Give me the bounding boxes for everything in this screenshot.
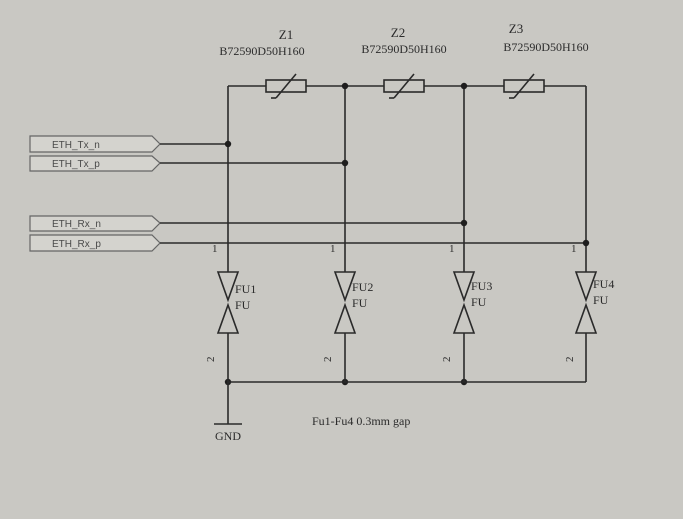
ground-bus xyxy=(227,381,586,424)
fuse-fu1: 1 FU1 FU 2 xyxy=(205,243,256,382)
varistor-ref: Z1 xyxy=(279,27,293,42)
fuse-pin1: 1 xyxy=(330,243,336,255)
ground-symbol: GND xyxy=(214,423,242,443)
varistor-ref: Z3 xyxy=(509,21,523,36)
varistor-part: B72590D50H160 xyxy=(219,44,304,58)
port-eth-rx-p: ETH_Rx_p xyxy=(29,234,586,252)
varistor-part: B72590D50H160 xyxy=(361,42,446,56)
fuse-fu2: 1 FU2 FU 2 xyxy=(322,243,373,382)
design-note: Fu1-Fu4 0.3mm gap xyxy=(312,414,410,428)
fuse-fu4: 1 FU4 FU 2 xyxy=(564,243,614,382)
fuse-pin2: 2 xyxy=(564,357,576,363)
port-label: ETH_Rx_n xyxy=(52,219,101,230)
fuse-pin1: 1 xyxy=(212,243,218,255)
port-label: ETH_Tx_n xyxy=(52,140,100,151)
fuse-pin1: 1 xyxy=(449,243,455,255)
ground-label: GND xyxy=(215,429,241,443)
fuse-pin2: 2 xyxy=(322,357,334,363)
varistor-z3: Z3 B72590D50H160 xyxy=(503,21,589,99)
varistor-part: B72590D50H160 xyxy=(503,40,588,54)
junctions xyxy=(224,82,590,386)
port-eth-tx-p: ETH_Tx_p xyxy=(29,155,345,172)
fuse-ref: FU3 xyxy=(471,279,492,293)
fuse-ref: FU1 xyxy=(235,282,256,296)
fuse-value: FU xyxy=(352,296,368,310)
port-eth-tx-n: ETH_Tx_n xyxy=(29,135,228,153)
vertical-wires xyxy=(227,86,587,272)
port-eth-rx-n: ETH_Rx_n xyxy=(29,215,464,232)
fuse-pin2: 2 xyxy=(205,357,217,363)
fuse-ref: FU2 xyxy=(352,280,373,294)
fuse-value: FU xyxy=(471,295,487,309)
varistor-z1: Z1 B72590D50H160 xyxy=(219,27,307,99)
varistor-z2: Z2 B72590D50H160 xyxy=(361,25,447,99)
port-label: ETH_Rx_p xyxy=(52,239,101,250)
port-label: ETH_Tx_p xyxy=(52,159,100,170)
fuse-pin2: 2 xyxy=(441,357,453,363)
fuse-value: FU xyxy=(593,293,609,307)
fuse-fu3: 1 FU3 FU 2 xyxy=(441,243,492,382)
fuse-ref: FU4 xyxy=(593,277,614,291)
varistor-ref: Z2 xyxy=(391,25,405,40)
fuse-pin1: 1 xyxy=(571,243,577,255)
fuse-value: FU xyxy=(235,298,251,312)
